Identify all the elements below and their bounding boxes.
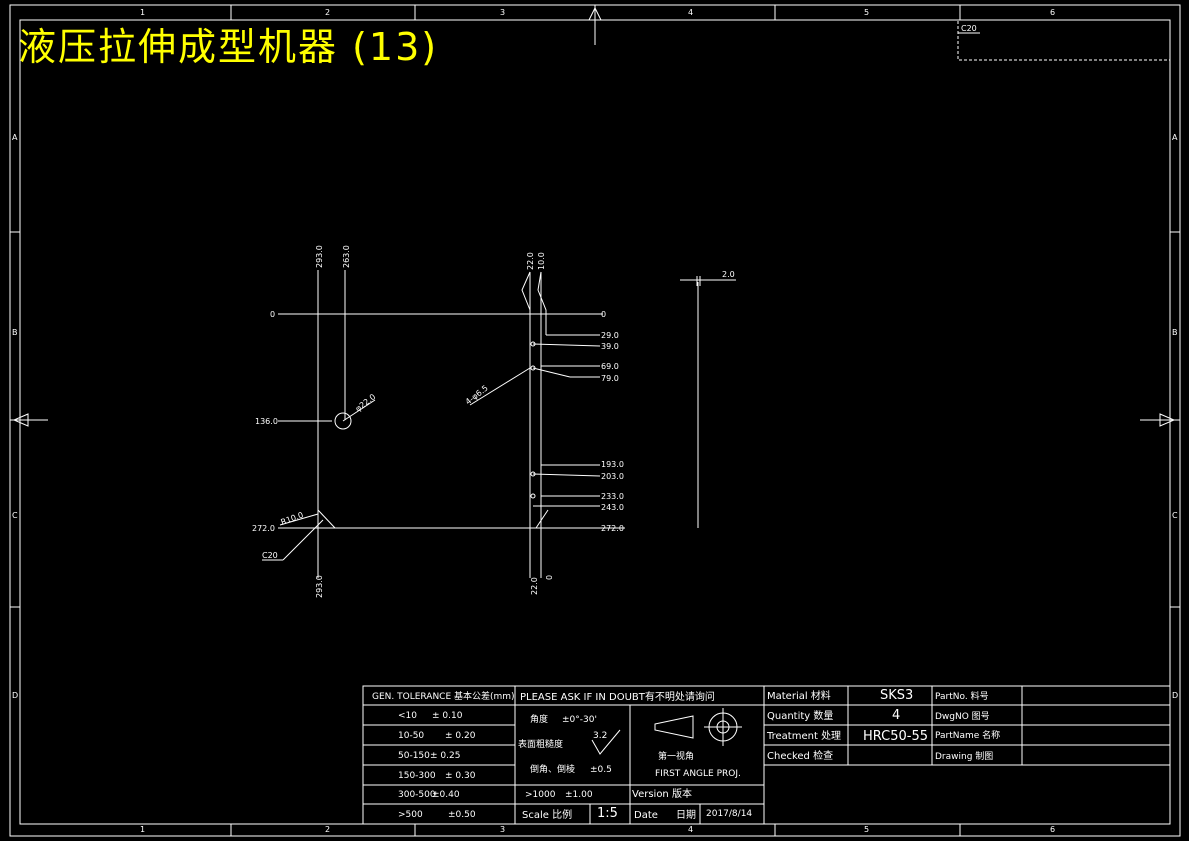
dim-c20: C20 (262, 551, 278, 560)
material-value: SKS3 (880, 688, 913, 703)
tol-range: 150-300 (398, 771, 436, 781)
dim-y233: 233.0 (601, 492, 624, 501)
row-label: C (12, 511, 18, 520)
col-label: 3 (500, 8, 505, 17)
row-label: A (1172, 133, 1178, 142)
drawing-frame (9, 4, 1181, 837)
col-label: 6 (1050, 825, 1055, 834)
dim-r10: R10.0 (280, 510, 305, 526)
col-label: 1 (140, 825, 145, 834)
projection-cn: 第一视角 (658, 750, 694, 762)
side-view: 2.0 (680, 270, 736, 528)
col-label: 6 (1050, 8, 1055, 17)
tol-range: 300-500 (398, 790, 436, 800)
projection-en: FIRST ANGLE PROJ. (655, 769, 741, 779)
dim-x22-bottom: 22.0 (530, 577, 539, 595)
dim-x10-top: 10.0 (537, 252, 546, 270)
ask-if-in-doubt: PLEASE ASK IF IN DOUBT有不明处请询问 (520, 690, 715, 703)
roughness-value: 3.2 (593, 731, 607, 741)
drawing-label: Drawing 制图 (935, 750, 993, 762)
dim-y69: 69.0 (601, 362, 619, 371)
dim-y272-left: 272.0 (252, 524, 275, 533)
chamfer-value: ±0.5 (590, 765, 612, 775)
over1000-value: ±1.00 (565, 790, 593, 800)
dim-y29: 29.0 (601, 331, 619, 340)
tol-value: ± 0.30 (445, 771, 476, 781)
dim-dia22: φ22.0 (354, 392, 378, 413)
row-label: B (12, 328, 18, 337)
drawing-title: 液压拉伸成型机器 (13) (18, 25, 439, 69)
col-label: 3 (500, 825, 505, 834)
partno-label: PartNo. 料号 (935, 690, 989, 702)
treatment-label: Treatment 处理 (766, 730, 841, 742)
tol-range: >500 (398, 810, 423, 820)
row-label: C (1172, 511, 1178, 520)
checked-label: Checked 检查 (767, 749, 833, 762)
material-label: Material 材料 (767, 689, 831, 702)
tol-value: ± 0.20 (445, 731, 476, 741)
tol-value: ± 0.25 (430, 751, 460, 761)
dim-x22-top: 22.0 (526, 252, 535, 270)
tol-range: 50-150 (398, 751, 430, 761)
dim-x263-top: 263.0 (342, 245, 351, 268)
quantity-label: Quantity 数量 (767, 709, 833, 722)
row-label: D (1172, 691, 1178, 700)
tol-range: <10 (398, 711, 417, 721)
gen-tolerance-label: GEN. TOLERANCE 基本公差(mm) (372, 690, 515, 702)
tol-value: ±0.50 (448, 810, 476, 820)
col-label: 5 (864, 8, 869, 17)
dim-thickness: 2.0 (722, 270, 735, 279)
tol-value: ±0.40 (432, 790, 460, 800)
dim-y0: 0 (270, 310, 275, 319)
date-label: Date (634, 810, 658, 821)
title-block-text: GEN. TOLERANCE 基本公差(mm) PLEASE ASK IF IN… (372, 688, 1000, 821)
dim-y272-right: 272.0 (601, 524, 624, 533)
dim-x293-top: 293.0 (315, 245, 324, 268)
row-label: B (1172, 328, 1178, 337)
corner-note: C20 (961, 24, 977, 33)
angle-label: 角度 (530, 713, 548, 725)
dim-y203: 203.0 (601, 472, 624, 481)
roughness-label: 表面粗糙度 (518, 738, 563, 750)
title-block (362, 685, 1171, 825)
dimension-labels: 293.0 263.0 0 136.0 272.0 293.0 φ22.0 R1… (252, 245, 624, 598)
col-label: 2 (325, 825, 330, 834)
dim-y136: 136.0 (255, 417, 278, 426)
chamfer-label: 倒角、倒棱 (530, 763, 575, 775)
col-label: 4 (688, 8, 693, 17)
date-label-cn: 日期 (676, 809, 696, 821)
dim-y79: 79.0 (601, 374, 619, 383)
treatment-value: HRC50-55 (863, 729, 928, 744)
tol-range: 10-50 (398, 731, 424, 741)
dim-y39: 39.0 (601, 342, 619, 351)
front-view (262, 270, 625, 578)
partname-label: PartName 名称 (935, 729, 1000, 741)
angle-value: ±0°-30' (562, 715, 597, 725)
col-label: 1 (140, 8, 145, 17)
frame-labels: 1 2 3 4 5 6 1 2 3 4 5 6 A B C D A B C D … (12, 8, 1178, 834)
col-label: 2 (325, 8, 330, 17)
over1000-label: >1000 (525, 790, 556, 800)
dwgno-label: DwgNO 图号 (935, 711, 990, 722)
date-value: 2017/8/14 (706, 809, 752, 819)
tol-value: ± 0.10 (432, 711, 463, 721)
dim-y243: 243.0 (601, 503, 624, 512)
dim-x0-bottom: 0 (545, 575, 554, 580)
scale-label: Scale 比例 (522, 808, 572, 821)
col-label: 5 (864, 825, 869, 834)
dim-x0-right: 0 (601, 310, 606, 319)
quantity-value: 4 (892, 708, 900, 723)
col-label: 4 (688, 825, 693, 834)
row-label: D (12, 691, 18, 700)
dim-y193: 193.0 (601, 460, 624, 469)
row-label: A (12, 133, 18, 142)
scale-value: 1:5 (597, 806, 618, 821)
dim-x293-bottom: 293.0 (315, 575, 324, 598)
version-label: Version 版本 (632, 787, 692, 800)
